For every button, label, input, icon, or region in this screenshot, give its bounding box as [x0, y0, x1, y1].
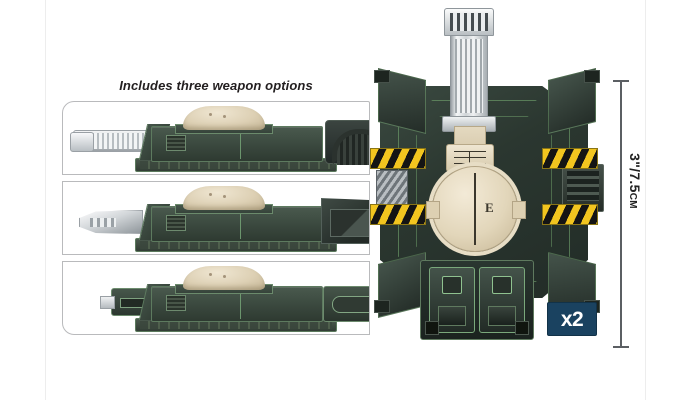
engine-pod-left	[429, 267, 475, 333]
side-vent-grate	[376, 170, 408, 206]
hazard-stripe-top-left	[370, 148, 426, 169]
barrel-cooling-fins	[455, 39, 483, 113]
main-vehicle-model: E	[370, 8, 604, 348]
dimension-value: 3"/7.5	[626, 153, 643, 193]
hazard-stripe-bottom-right	[542, 204, 598, 225]
long-cannon-weapon	[70, 130, 161, 152]
vehicle-side-view-2	[63, 184, 369, 252]
weapon-option-panel-1[interactable]	[62, 101, 370, 175]
page-guide-right	[645, 0, 646, 400]
dimension-cap-bottom	[613, 346, 629, 348]
hazard-stripe-top-right	[542, 148, 598, 169]
crew-dome	[183, 106, 265, 130]
turret-marking-glyph: E	[485, 200, 494, 215]
hull-nub	[374, 70, 390, 83]
dimension-cap-top	[613, 80, 629, 82]
weapon-options-block: Includes three weapon options	[62, 78, 370, 341]
dimension-unit: CM	[626, 192, 638, 209]
vehicle-side-view-1	[63, 104, 369, 172]
bay-corner-mark	[515, 321, 529, 335]
engine-pod-right	[479, 267, 525, 333]
turret-hatch-disc: E	[426, 166, 526, 252]
engine-bay	[420, 260, 534, 340]
height-dimension-label: 3"/7.5CM	[627, 153, 643, 209]
quantity-badge-x2: x2	[547, 302, 597, 336]
hull-nub	[374, 300, 390, 313]
crew-dome	[183, 186, 265, 210]
hull-nub	[584, 70, 600, 83]
turret-latch-left	[426, 201, 440, 219]
weapon-option-panel-2[interactable]	[62, 181, 370, 255]
barrel-muzzle-brake	[444, 8, 494, 36]
vehicle-side-view-3	[63, 264, 369, 332]
short-cannon-weapon	[79, 210, 143, 234]
height-dimension-line	[613, 80, 629, 348]
page-guide-left	[45, 0, 46, 400]
armour-box-attachment	[321, 198, 369, 244]
hull-vent-grille	[166, 215, 186, 231]
ammo-feed-hose-attachment	[325, 120, 369, 165]
weapon-options-title: Includes three weapon options	[119, 78, 313, 93]
hull-vent-grille	[166, 135, 186, 151]
bay-corner-mark	[425, 321, 439, 335]
flat-armour-plate-attachment	[323, 286, 369, 322]
hazard-stripe-bottom-left	[370, 204, 426, 225]
turret-latch-right	[512, 201, 526, 219]
crew-dome	[183, 266, 265, 290]
quantity-badge-label: x2	[560, 307, 584, 331]
weapon-option-panel-3[interactable]	[62, 261, 370, 335]
hull-vent-grille	[166, 295, 186, 311]
